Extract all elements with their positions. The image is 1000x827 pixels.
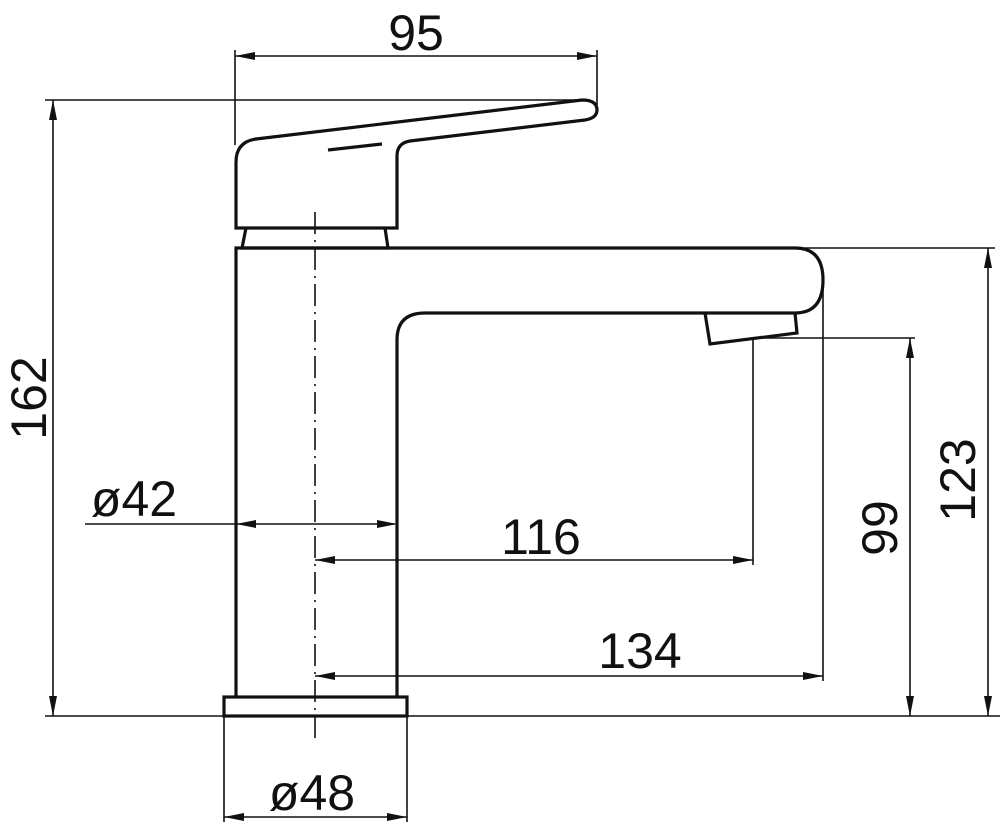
aerator xyxy=(703,312,799,346)
tap-outline xyxy=(222,98,825,742)
dim-overall-height: 162 xyxy=(1,99,1000,717)
body-spout xyxy=(234,246,825,698)
handle-mark xyxy=(327,142,383,152)
dim-label-123: 123 xyxy=(930,438,986,521)
dim-label-95: 95 xyxy=(388,5,444,61)
dim-label-o48: ø48 xyxy=(269,765,355,821)
dim-label-o42: ø42 xyxy=(91,471,177,527)
dim-outlet-reach: 116 xyxy=(315,340,754,565)
dim-label-162: 162 xyxy=(1,356,57,439)
dim-body-diameter: ø42 xyxy=(85,471,397,528)
dim-outlet-height: 99 xyxy=(760,337,915,716)
dim-spout-reach: 134 xyxy=(315,280,824,681)
dim-label-99: 99 xyxy=(852,500,908,556)
dim-base-diameter: ø48 xyxy=(223,716,408,822)
handle-lever xyxy=(234,98,599,230)
dim-label-116: 116 xyxy=(501,509,581,565)
dim-label-134: 134 xyxy=(598,623,681,679)
dim-spout-height: 123 xyxy=(800,247,995,716)
dim-handle-width: 95 xyxy=(234,5,598,145)
